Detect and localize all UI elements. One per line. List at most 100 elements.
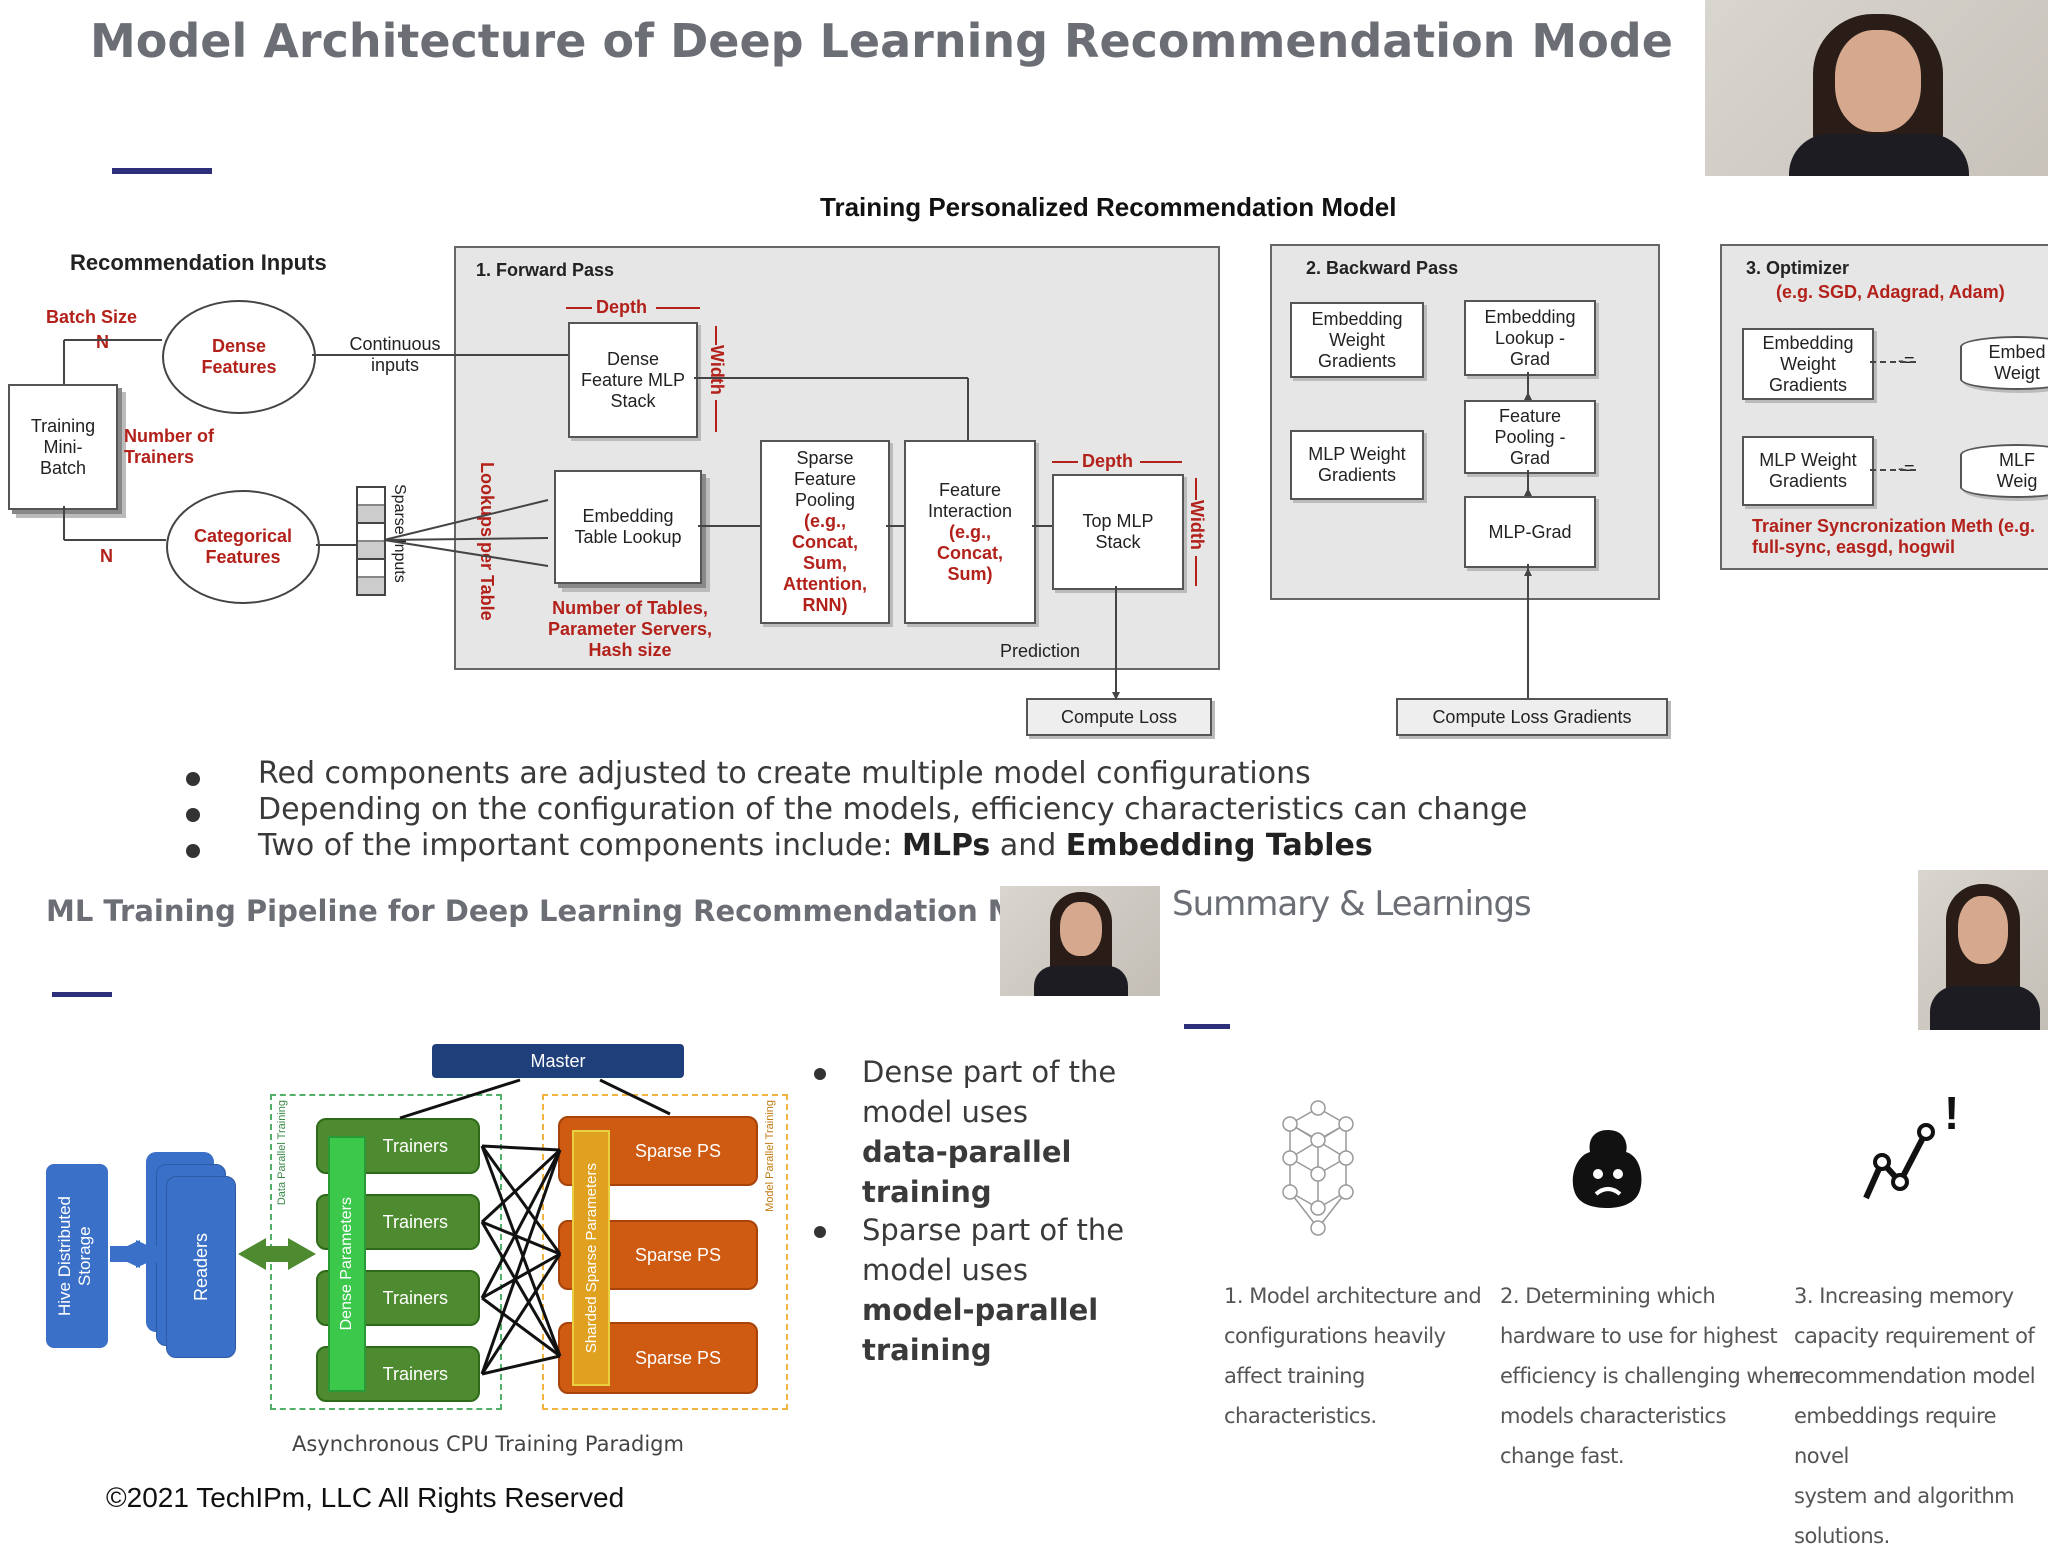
sparse-input-stack bbox=[356, 486, 386, 596]
pipeline-slide-title: ML Training Pipeline for Deep Learning R… bbox=[46, 894, 1002, 928]
copyright-footer: ©2021 TechIPm, LLC All Rights Reserved bbox=[106, 1482, 625, 1513]
top-bullet-3-mlps: MLPs bbox=[901, 828, 991, 863]
categorical-features-node: Categorical Features bbox=[166, 490, 320, 604]
feature-interaction-head: Feature Interaction bbox=[927, 479, 1013, 521]
bw-mlp-weight-gradients-box: MLP Weight Gradients bbox=[1290, 430, 1424, 500]
data-parallel-label: Data Parallel Training bbox=[276, 1100, 288, 1206]
speaker-face bbox=[1060, 902, 1102, 956]
sparse-ps-label: Sparse PS bbox=[634, 1347, 722, 1368]
top-bullet-2: Depending on the configuration of the mo… bbox=[258, 792, 1528, 827]
compute-loss-gradients-box: Compute Loss Gradients bbox=[1396, 698, 1668, 736]
forward-pass-title: 1. Forward Pass bbox=[476, 260, 615, 280]
pipeline-caption: Asynchronous CPU Training Paradigm bbox=[292, 1432, 684, 1456]
dense-mlp-stack-box: Dense Feature MLP Stack bbox=[568, 322, 698, 438]
compute-loss-label: Compute Loss bbox=[1060, 706, 1178, 727]
sparse-feature-pooling-box: Sparse Feature Pooling (e.g., Concat, Su… bbox=[760, 440, 890, 624]
model-parallel-label: Model Parallel Training bbox=[764, 1100, 776, 1212]
opt-mlp-weight-gradients-box: MLP Weight Gradients bbox=[1742, 436, 1874, 506]
pipeline-bullet-1-line-1: Dense part of the bbox=[862, 1055, 1117, 1089]
continuous-inputs-label: Continuous inputs bbox=[349, 334, 441, 375]
hive-storage-label: Hive Distributed Storage bbox=[55, 1196, 94, 1316]
opt-embedding-weights-cylinder: Embed Weigt bbox=[1960, 336, 2048, 390]
sparse-feature-pooling-examples: (e.g., Concat, Sum, Attention, RNN) bbox=[783, 511, 867, 615]
depth-label-2: Depth bbox=[1082, 451, 1133, 471]
embedding-table-lookup-label: Embedding Table Lookup bbox=[574, 506, 682, 547]
optimizer-subtitle: (e.g. SGD, Adagrad, Adam) bbox=[1776, 282, 2005, 302]
pipeline-bullet-1-bold-1: data-parallel bbox=[862, 1135, 1072, 1169]
learning-2: 2. Determining which hardware to use for… bbox=[1500, 1276, 1802, 1476]
learning-1-line: configurations heavily bbox=[1224, 1324, 1446, 1348]
learning-2-line: efficiency is challenging when bbox=[1500, 1364, 1802, 1388]
rising-chart-icon bbox=[1863, 1123, 1935, 1200]
learning-1-line: characteristics. bbox=[1224, 1404, 1377, 1428]
bw-embedding-weight-gradients-label: Embedding Weight Gradients bbox=[1311, 308, 1403, 371]
dense-features-label: Dense Features bbox=[201, 336, 277, 377]
pipeline-bullet-2-line-1: Sparse part of the bbox=[862, 1213, 1125, 1247]
bullet-dot bbox=[814, 1226, 826, 1238]
learning-3-line: recommendation model bbox=[1794, 1364, 2036, 1388]
feature-interaction-examples: (e.g., Concat, Sum) bbox=[936, 521, 1003, 584]
pipeline-bullet-2: Sparse part of the model uses model-para… bbox=[862, 1210, 1124, 1370]
sparse-ps-label: Sparse PS bbox=[634, 1244, 722, 1265]
top-bullet-3-embedding-tables: Embedding Tables bbox=[1065, 828, 1373, 863]
top-bullet-1: Red components are adjusted to create mu… bbox=[258, 756, 1311, 791]
trainer-label: Trainers bbox=[382, 1363, 448, 1384]
bullet-dot bbox=[186, 844, 200, 858]
trainer-label: Trainers bbox=[382, 1211, 448, 1232]
lookups-per-table-label: Lookups per Table bbox=[477, 462, 497, 621]
bw-feature-pooling-grad-box: Feature Pooling - Grad bbox=[1464, 400, 1596, 474]
hive-storage-node: Hive Distributed Storage bbox=[46, 1164, 108, 1348]
top-mlp-stack-box: Top MLP Stack bbox=[1052, 474, 1184, 590]
pipeline-bullet-2-bold-1: model-parallel bbox=[862, 1293, 1099, 1327]
top-bullet-3: Two of the important components include:… bbox=[258, 828, 1373, 863]
readers-label: Readers bbox=[190, 1232, 211, 1302]
learning-3-line: 3. Increasing memory bbox=[1794, 1284, 2014, 1308]
speaker-webcam-top bbox=[1705, 0, 2048, 176]
trainer-label: Trainers bbox=[382, 1287, 448, 1308]
speaker-webcam-bottom bbox=[1918, 870, 2048, 1030]
bw-feature-pooling-grad-label: Feature Pooling - Grad bbox=[1494, 405, 1566, 468]
pipeline-bullet-2-bold-2: training bbox=[862, 1333, 992, 1367]
bw-mlp-grad-box: MLP-Grad bbox=[1464, 496, 1596, 568]
learning-3-line: system and algorithm bbox=[1794, 1484, 2015, 1508]
trainer-sync-note: Trainer Syncronization Meth (e.g. full-s… bbox=[1752, 516, 2036, 557]
depth-label-1: Depth bbox=[596, 297, 647, 317]
opt-mlp-weights-cylinder: MLF Weig bbox=[1960, 444, 2048, 498]
dense-parameters-bar: Dense Parameters bbox=[328, 1136, 366, 1392]
learning-3-line: embeddings require novel bbox=[1794, 1404, 1997, 1468]
master-label: Master bbox=[530, 1050, 586, 1071]
tables-note-label: Number of Tables, Parameter Servers, Has… bbox=[547, 598, 713, 660]
top-bullet-3-text: Two of the important components include: bbox=[258, 828, 902, 863]
bw-embedding-lookup-grad-label: Embedding Lookup - Grad bbox=[1484, 306, 1576, 369]
speaker-shirt bbox=[1930, 986, 2040, 1030]
prediction-label: Prediction bbox=[1000, 641, 1081, 661]
sharded-sparse-parameters-bar: Sharded Sparse Parameters bbox=[572, 1130, 610, 1386]
title-underline bbox=[112, 168, 212, 174]
sparse-ps-label: Sparse PS bbox=[634, 1140, 722, 1161]
learning-3: 3. Increasing memory capacity requiremen… bbox=[1794, 1276, 2048, 1556]
pipeline-bullet-2-line-2: model uses bbox=[862, 1253, 1028, 1287]
width-label-2: Width bbox=[1187, 500, 1207, 550]
batch-size-label: Batch Size bbox=[46, 307, 138, 327]
learning-1: 1. Model architecture and configurations… bbox=[1224, 1276, 1482, 1436]
pipeline-bullet-1: Dense part of the model uses data-parall… bbox=[862, 1052, 1116, 1212]
top-bullet-3-and: and bbox=[990, 828, 1066, 863]
slide-title: Model Architecture of Deep Learning Reco… bbox=[90, 14, 1673, 68]
diagram-title: Training Personalized Recommendation Mod… bbox=[820, 192, 1397, 222]
speaker-face bbox=[1835, 30, 1921, 132]
master-node: Master bbox=[432, 1044, 684, 1078]
bullet-dot bbox=[186, 808, 200, 822]
embedding-table-lookup-box: Embedding Table Lookup bbox=[554, 470, 702, 584]
n-top-label: N bbox=[96, 332, 109, 352]
backward-pass-title: 2. Backward Pass bbox=[1306, 258, 1459, 278]
learning-1-line: affect training bbox=[1224, 1364, 1365, 1388]
n-bottom-label: N bbox=[100, 546, 113, 566]
training-mini-batch-box: Training Mini-Batch bbox=[8, 384, 118, 510]
learning-3-line: solutions. bbox=[1794, 1524, 1890, 1548]
compute-loss-gradients-label: Compute Loss Gradients bbox=[1432, 706, 1632, 727]
trainer-label: Trainers bbox=[382, 1135, 448, 1156]
dense-parameters-label: Dense Parameters bbox=[338, 1197, 355, 1331]
readers-node: Readers bbox=[166, 1176, 236, 1358]
opt-mlp-weight-gradients-label: MLP Weight Gradients bbox=[1759, 450, 1857, 491]
sparse-inputs-label: Sparse Inputs bbox=[391, 484, 408, 583]
